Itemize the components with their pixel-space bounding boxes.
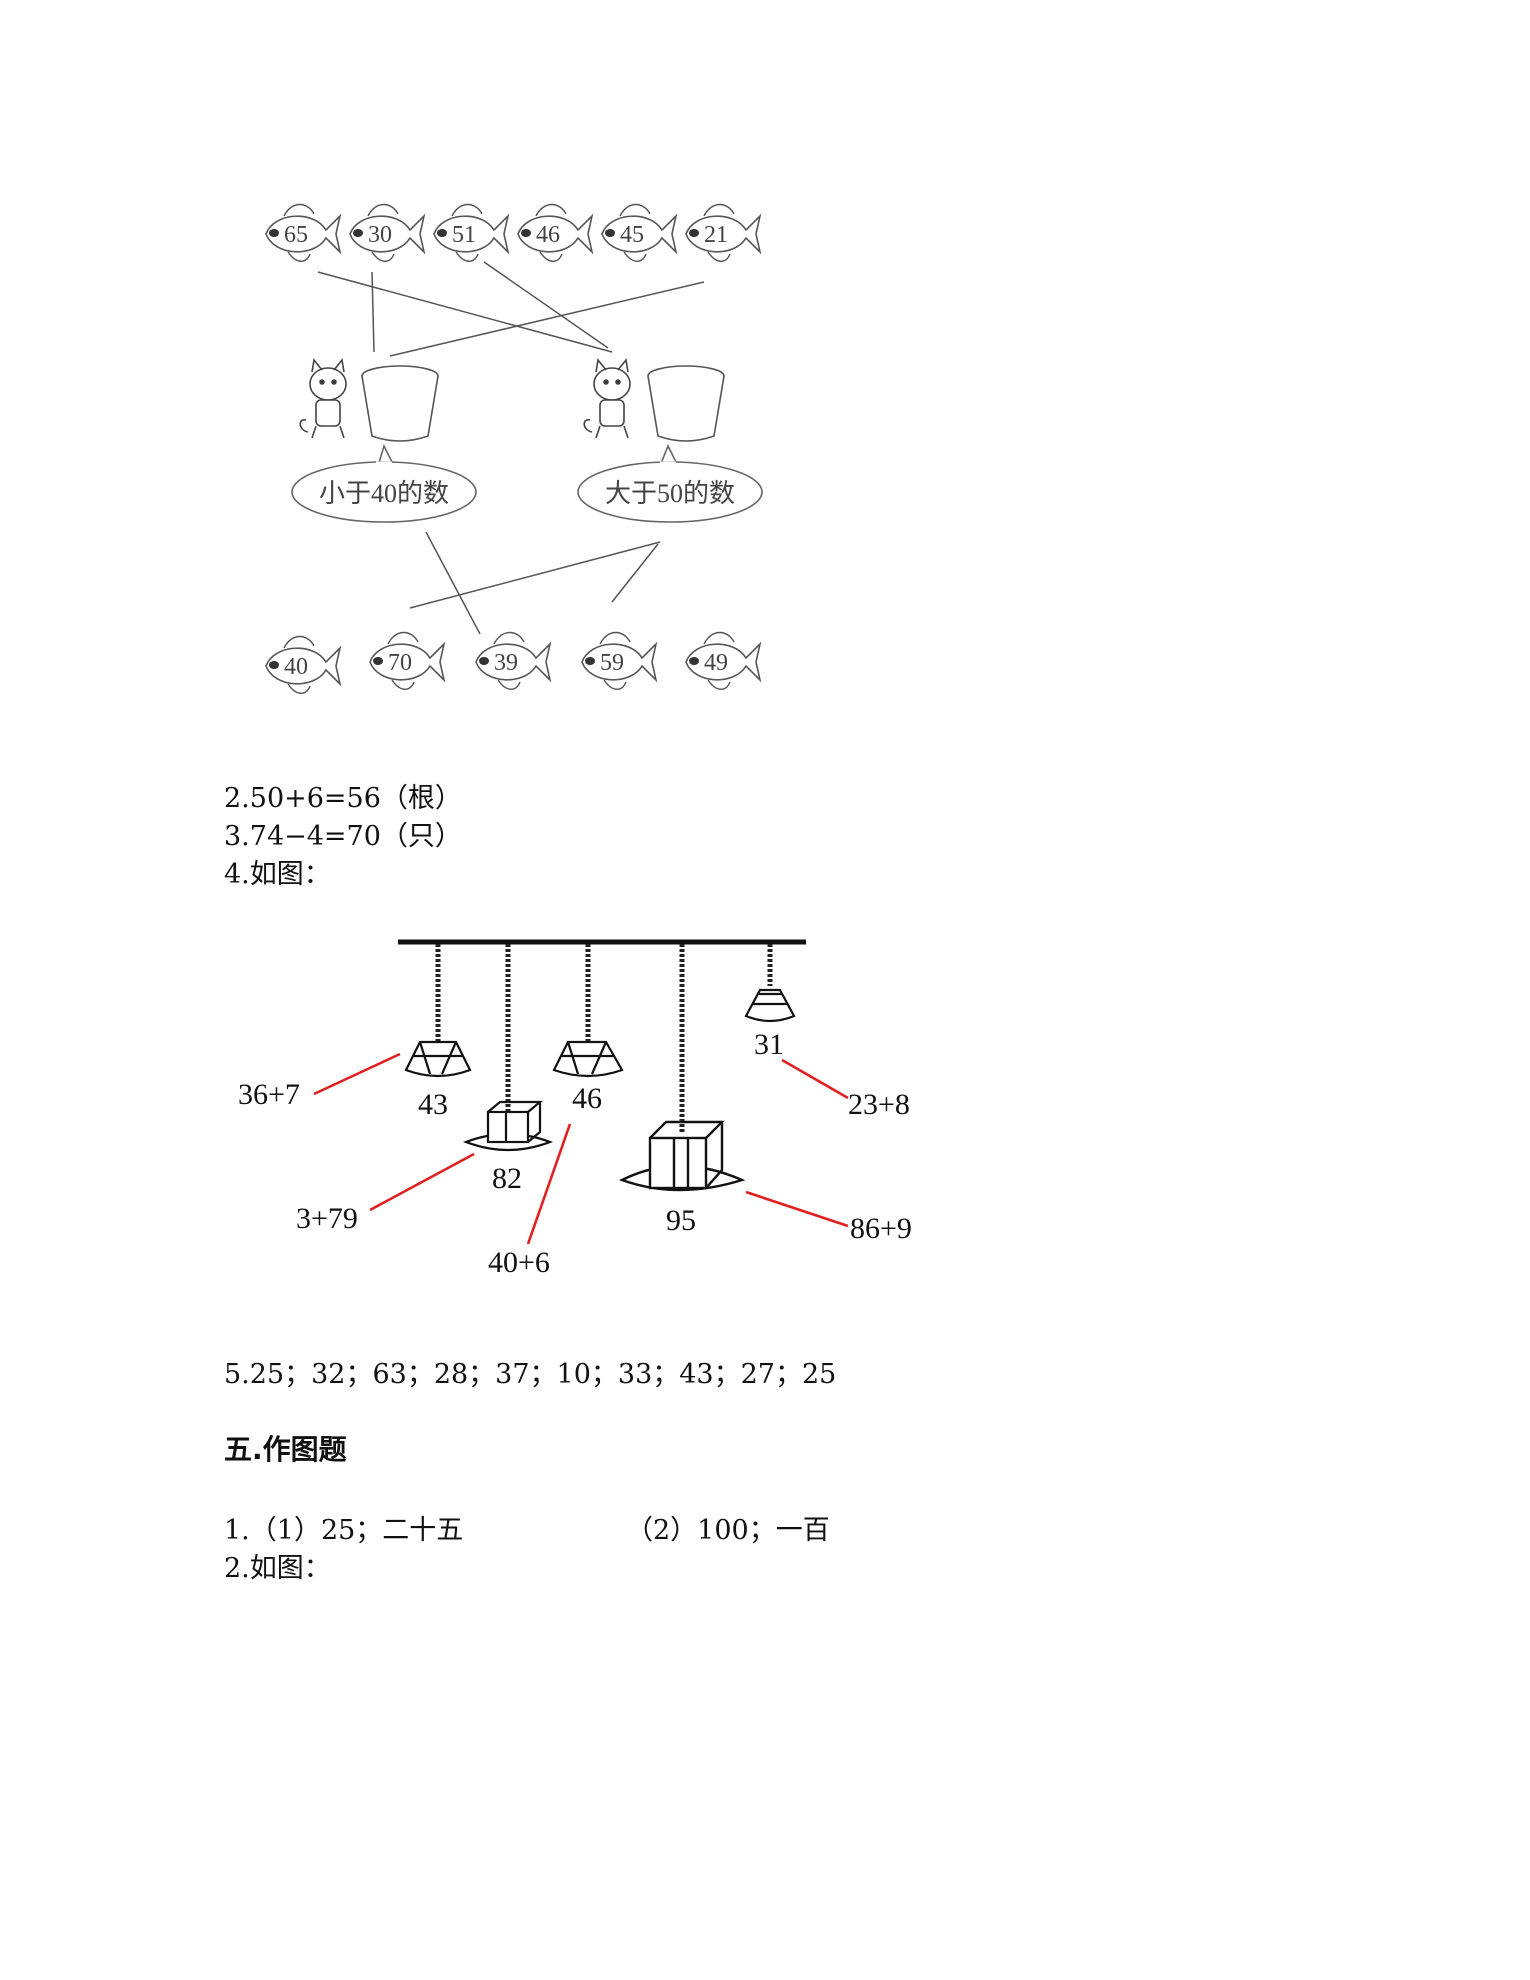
lamp-95-icon [618, 1120, 746, 1192]
bucket-right-icon [647, 365, 725, 442]
svg-text:大于50的数: 大于50的数 [605, 479, 735, 508]
svg-text:59: 59 [600, 650, 624, 676]
section5-q1-part2: （2）100；一百 [626, 1515, 830, 1546]
fish-30: 30 [349, 203, 425, 263]
top-fish-row: 65 30 51 46 45 21 [265, 203, 761, 263]
lamp-cords [435, 944, 773, 1132]
svg-text:39: 39 [494, 650, 518, 676]
svg-text:40: 40 [284, 654, 308, 680]
lamp-46-icon [552, 1040, 624, 1078]
fish-21: 21 [685, 203, 761, 263]
lamp-values: 43 82 46 95 31 [418, 1028, 784, 1237]
lamp-value-95: 95 [666, 1204, 696, 1237]
svg-text:46: 46 [536, 222, 560, 248]
answer-4: 4.如图： [224, 859, 331, 890]
fish-70: 70 [369, 631, 445, 691]
lamp-value-82: 82 [492, 1162, 522, 1195]
expr-86-9: 86+9 [850, 1212, 912, 1245]
bottom-match-lines [409, 531, 661, 635]
fish-49: 49 [685, 631, 761, 691]
top-match-lines [317, 261, 705, 357]
fish-65: 65 [265, 203, 341, 263]
lamp-value-31: 31 [754, 1028, 784, 1061]
svg-text:65: 65 [284, 222, 308, 248]
answer-5: 5.25；32；63；28；37；10；33；43；27；25 [224, 1359, 837, 1390]
lamp-value-46: 46 [572, 1082, 602, 1115]
red-match-lines [313, 1052, 849, 1245]
section5-q1-part1: 1.（1）25；二十五 [224, 1515, 464, 1546]
expr-23-8: 23+8 [848, 1088, 910, 1121]
lamp-43-icon [404, 1040, 472, 1078]
fish-51: 51 [433, 203, 509, 263]
lamp-82-icon [462, 1100, 554, 1152]
answer-3: 3.74−4=70（只） [224, 821, 462, 852]
bubble-less-than-40: 小于40的数 [291, 443, 477, 523]
section-title: 五.作图题 [224, 1433, 347, 1466]
svg-text:45: 45 [620, 222, 644, 248]
fish-39: 39 [475, 631, 551, 691]
lamp-value-43: 43 [418, 1088, 448, 1121]
section5-q2: 2.如图： [224, 1553, 331, 1584]
fish-40: 40 [265, 635, 341, 695]
bottom-fish-row: 40 70 39 59 49 [265, 631, 761, 695]
svg-text:51: 51 [452, 222, 476, 248]
expr-40-6: 40+6 [488, 1246, 550, 1279]
svg-text:70: 70 [388, 650, 412, 676]
bucket-left-icon [361, 365, 439, 442]
svg-text:小于40的数: 小于40的数 [319, 479, 449, 508]
fish-matching-figure: 65 30 51 46 45 21 小 [265, 203, 763, 695]
svg-text:21: 21 [704, 222, 728, 248]
fish-59: 59 [581, 631, 657, 691]
svg-text:49: 49 [704, 650, 728, 676]
lamp-31-icon [744, 988, 796, 1023]
lamp-matching-figure: 43 82 46 95 31 36+7 3+79 40+6 86+9 23+8 [238, 939, 912, 1279]
fish-45: 45 [601, 203, 677, 263]
svg-text:30: 30 [368, 222, 392, 248]
answer-2: 2.50+6=56（根） [224, 783, 462, 814]
expr-36-7: 36+7 [238, 1078, 300, 1111]
expr-3-79: 3+79 [296, 1202, 358, 1235]
fish-46: 46 [517, 203, 593, 263]
cat-left-icon [299, 358, 347, 439]
lamp-expressions: 36+7 3+79 40+6 86+9 23+8 [238, 1078, 912, 1279]
cat-right-icon [583, 358, 631, 439]
bubble-greater-than-50: 大于50的数 [577, 444, 763, 523]
